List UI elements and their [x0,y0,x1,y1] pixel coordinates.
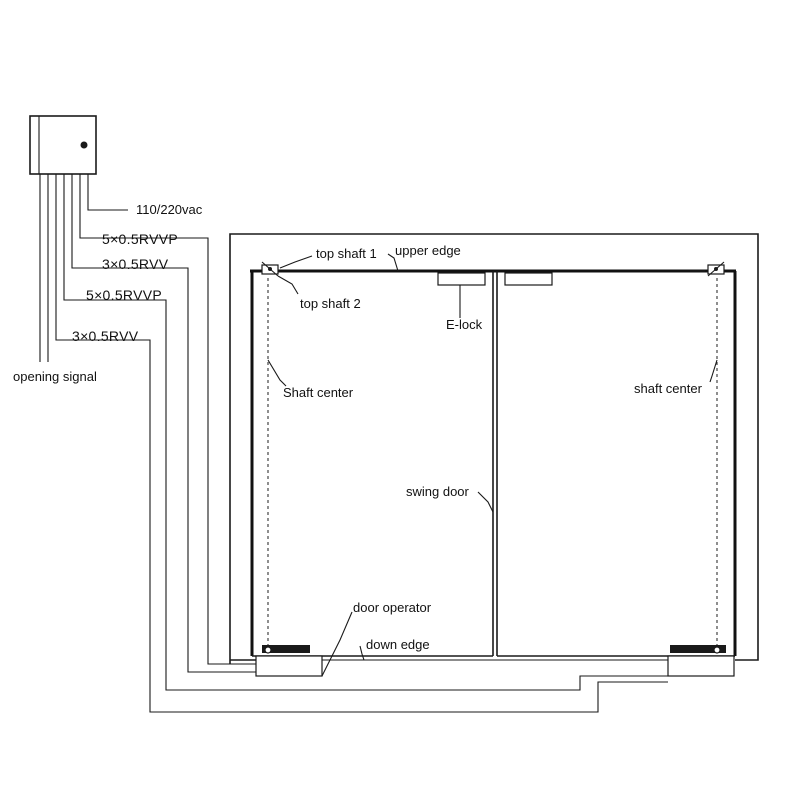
door-operator-right-box [667,655,735,677]
e-lock-strike-plate [504,272,553,286]
top-shaft-right [690,261,725,277]
e-lock-label: E-lock [446,317,483,332]
top-shaft-1-leader [279,255,313,269]
shaft-center-left-leader [267,359,287,387]
cable-3-wire [63,174,668,691]
cable-2-label: 3×0.5RVV [102,256,169,272]
upper-edge-label: upper edge [395,243,461,258]
e-lock-assembly [437,272,553,318]
power-label: 110/220vac [136,202,203,217]
down-edge-label: down edge [366,637,430,652]
swing-door-label: swing door [406,484,470,499]
labels: 110/220vac 5×0.5RVVP 3×0.5RVV 5×0.5RVVP … [13,202,703,652]
e-lock-body [437,272,486,286]
top-shaft-right-icon [714,267,718,271]
wiring [39,174,668,713]
swing-door-leader [477,491,494,513]
door-operator-right-pivot-icon [713,646,721,654]
shaft-center-right-label: shaft center [634,381,703,396]
door-operator-left-box [255,655,323,677]
cable-3-label: 5×0.5RVVP [86,287,162,303]
door-operator-label: door operator [353,600,432,615]
control-box [29,115,97,175]
label-leaders [267,253,718,661]
power-wire [87,174,128,211]
top-shaft-2-leader [277,275,299,295]
cable-2-wire [71,174,258,673]
top-shaft-1-icon [268,267,272,271]
shaft-center-left-label: Shaft center [283,385,354,400]
cable-4-label: 3×0.5RVV [72,328,139,344]
cable-1-wire [79,174,258,665]
door-operator-left-pivot-icon [264,646,272,654]
door-operator-right-arm [670,645,726,653]
opening-signal-label: opening signal [13,369,97,384]
top-shaft-left [261,255,313,295]
door-operator-right [667,645,735,677]
door-operator-left [255,611,353,677]
cable-4-wire [55,174,668,713]
top-shaft-2-label: top shaft 2 [300,296,361,311]
control-box-body [29,115,97,175]
control-box-indicator-icon [80,141,88,149]
upper-edge-leader [387,253,399,272]
cable-1-label: 5×0.5RVVP [102,231,178,247]
down-edge-leader [359,645,365,661]
outer-frame [229,233,759,664]
door-operator-left-arm [262,645,310,653]
top-shaft-1-label: top shaft 1 [316,246,377,261]
door-operator-leader [321,611,353,677]
right-door-leaf [496,271,737,657]
shaft-center-right-leader [709,359,718,383]
